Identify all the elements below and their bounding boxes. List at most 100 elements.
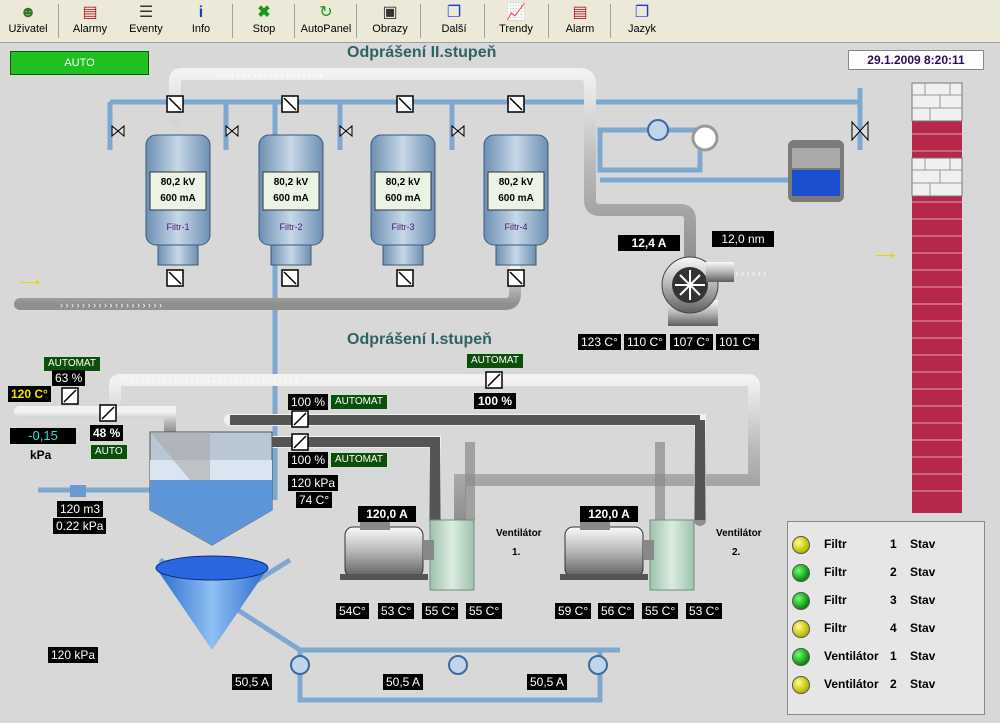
legend-row[interactable]: Filtr 1 Stav: [788, 534, 984, 556]
ventilator-1-temp-3: 55 C°: [422, 603, 459, 619]
toolbar-label: Obrazy: [372, 23, 408, 35]
status-legend: Filtr 1 Stav Filtr 2 Stav Filtr 3 Stav F…: [787, 521, 985, 715]
valve-mid-percent: 48 %: [90, 425, 124, 441]
toolbar-label: Alarmy: [72, 23, 108, 35]
toolbar-label: AutoPanel: [300, 23, 352, 35]
legend-name: Filtr: [824, 537, 847, 551]
section-title-stage-2: Odprášení II.stupeň: [347, 44, 497, 61]
pump-current-2: 50,5 A: [383, 674, 424, 690]
status-lamp-icon: [792, 536, 810, 554]
toolbar-label: Další: [441, 23, 467, 35]
images-icon: ▣: [382, 4, 398, 21]
toolbar-button-trends[interactable]: 📈 Trendy: [488, 2, 544, 40]
toolbar-button-next[interactable]: ❐ Další: [426, 2, 482, 40]
filter-2-name: Filtr-2: [279, 222, 303, 232]
legend-row[interactable]: Ventilátor 2 Stav: [788, 674, 984, 696]
automat-badge-top: AUTOMAT: [466, 353, 524, 369]
toolbar-label: Jazyk: [627, 23, 657, 35]
filter-1-name: Filtr-1: [166, 222, 190, 232]
legend-row[interactable]: Filtr 2 Stav: [788, 562, 984, 584]
stop-icon: ✖: [257, 4, 271, 21]
toolbar-label: Eventy: [129, 23, 163, 35]
automat-badge-r1: AUTOMAT: [330, 394, 388, 410]
legend-name: Ventilátor: [824, 677, 879, 691]
legend-num: 1: [890, 649, 897, 663]
status-lamp-icon: [792, 648, 810, 666]
outflow-arrow-icon: ⟶: [875, 247, 895, 263]
svg-text:› › › › › › › › › › › › › › ›: › › › › › › › › › › › › › › › › › › › › …: [130, 376, 298, 386]
legend-num: 2: [890, 677, 897, 691]
ventilator-2-number: 2.: [732, 547, 741, 558]
ventilator-2-temp-3: 55 C°: [642, 603, 679, 619]
autopanel-icon: ↻: [319, 4, 333, 21]
status-lamp-icon: [792, 620, 810, 638]
main-fan-speed: 12,0 nm: [712, 231, 774, 247]
toolbar-button-info[interactable]: i Info: [173, 2, 229, 40]
valve-icons: [61, 95, 525, 451]
legend-name: Ventilátor: [824, 649, 879, 663]
toolbar: ☻ Uživatel ▤ Alarmy ☰ Eventy i Info ✖ St…: [0, 0, 1000, 43]
filter-4-current: 600 mA: [498, 193, 534, 204]
toolbar-button-user[interactable]: ☻ Uživatel: [0, 2, 56, 40]
legend-row[interactable]: Filtr 4 Stav: [788, 618, 984, 640]
blue-cone: [155, 555, 269, 650]
ventilator-2-temp-1: 59 C°: [555, 603, 592, 619]
flow-value: 120 m3: [57, 501, 104, 517]
legend-status: Stav: [910, 649, 936, 663]
toolbar-button-stop[interactable]: ✖ Stop: [236, 2, 292, 40]
legend-num: 2: [890, 565, 897, 579]
fan-temp-1: 123 C°: [578, 334, 621, 350]
bottom-pressure: 120 kPa: [48, 647, 99, 663]
legend-name: Filtr: [824, 593, 847, 607]
legend-num: 3: [890, 593, 897, 607]
legend-num: 1: [890, 537, 897, 551]
toolbar-button-alarm[interactable]: ▤ Alarm: [552, 2, 608, 40]
automat-badge-r2: AUTOMAT: [330, 452, 388, 468]
legend-status: Stav: [910, 677, 936, 691]
filter-2-current: 600 mA: [273, 193, 309, 204]
hopper-pressure: 120 kPa: [288, 475, 339, 491]
toolbar-button-events[interactable]: ☰ Eventy: [118, 2, 174, 40]
gray-pipes-top: [14, 68, 886, 310]
valve-right2-percent: 100 %: [288, 452, 329, 468]
valve-left-percent: 63 %: [52, 370, 86, 386]
legend-row[interactable]: Ventilátor 1 Stav: [788, 646, 984, 668]
alarm-list-icon: ▤: [82, 4, 98, 21]
legend-name: Filtr: [824, 565, 847, 579]
status-lamp-icon: [792, 592, 810, 610]
flow-arrows: › › › › › › › › › › › › › › › › › › › › …: [60, 70, 766, 386]
language-icon: ❐: [634, 4, 650, 21]
info-icon: i: [198, 4, 204, 21]
status-lamp-icon: [792, 564, 810, 582]
pressure-value: -0,15: [10, 428, 76, 444]
user-icon: ☻: [19, 4, 37, 21]
ventilator-1-label: Ventilátor: [496, 528, 542, 539]
alarm-icon: ▤: [572, 4, 588, 21]
event-list-icon: ☰: [138, 4, 154, 21]
ventilator-1-current: 120,0 A: [358, 506, 416, 522]
legend-status: Stav: [910, 593, 936, 607]
ventilator-1-motor: [340, 519, 475, 591]
filter-3-name: Filtr-3: [391, 222, 415, 232]
main-fan-current: 12,4 A: [618, 235, 680, 251]
toolbar-label: Info: [191, 23, 211, 35]
toolbar-label: Alarm: [565, 23, 595, 35]
ventilator-1-temp-4: 55 C°: [466, 603, 503, 619]
ventilator-2-current: 120,0 A: [580, 506, 638, 522]
filter-2-voltage: 80,2 kV: [273, 177, 309, 188]
ventilator-1-number: 1.: [512, 547, 521, 558]
toolbar-button-alarms[interactable]: ▤ Alarmy: [62, 2, 118, 40]
toolbar-button-language[interactable]: ❐ Jazyk: [614, 2, 670, 40]
filter-4-name: Filtr-4: [504, 222, 528, 232]
ventilator-2-temp-4: 53 C°: [686, 603, 723, 619]
valve-top-percent: 100 %: [474, 393, 516, 409]
toolbar-label: Trendy: [499, 23, 533, 35]
toolbar-button-autopanel[interactable]: ↻ AutoPanel: [298, 2, 354, 40]
flow-pressure: 0.22 kPa: [53, 518, 107, 534]
auto-status: AUTO: [10, 51, 149, 75]
fan-temp-2: 110 C°: [624, 334, 666, 350]
toolbar-button-images[interactable]: ▣ Obrazy: [362, 2, 418, 40]
ventilator-1-temp-2: 53 C°: [378, 603, 415, 619]
fan-temp-3: 107 C°: [670, 334, 713, 350]
legend-row[interactable]: Filtr 3 Stav: [788, 590, 984, 612]
